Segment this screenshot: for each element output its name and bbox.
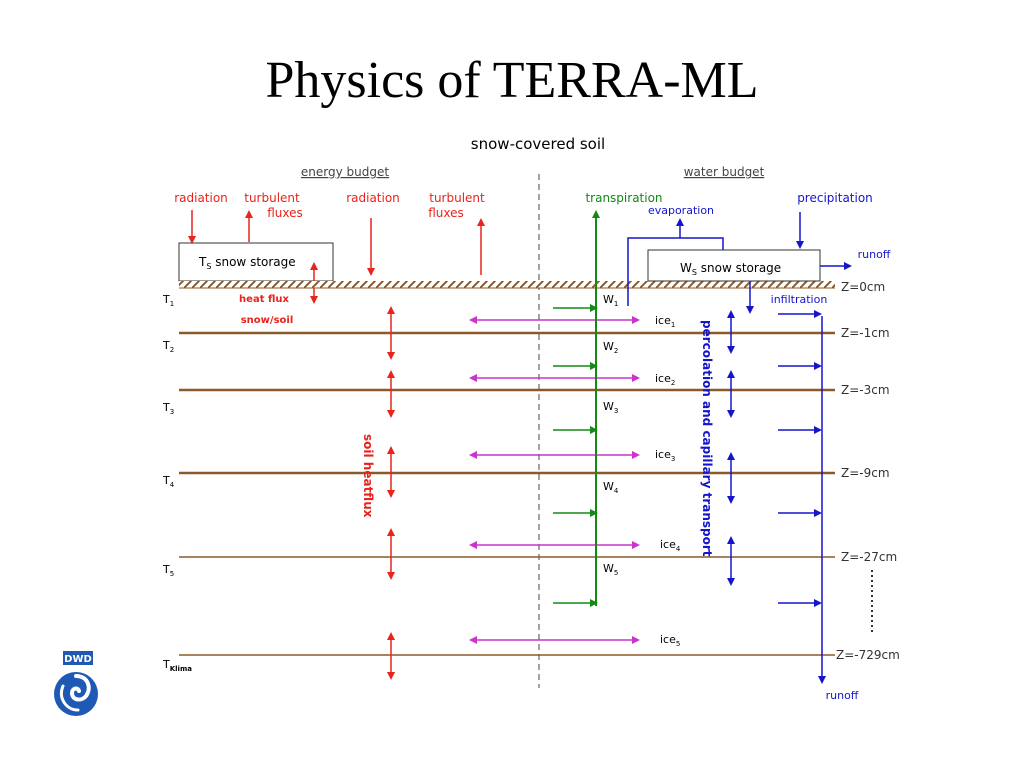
water-content-label: W2 (603, 340, 618, 355)
runoff-bottom-label: runoff (826, 689, 859, 702)
depth-label: Z=-27cm (841, 550, 897, 564)
diagram-title: snow-covered soil (471, 135, 605, 153)
water-content-label: W1 (603, 293, 618, 308)
dwd-logo-text: DWD (64, 654, 92, 665)
temp-label: T1 (162, 293, 174, 308)
turbulent-fluxes-right-1: turbulent (429, 191, 485, 205)
ground-surface (179, 281, 835, 288)
temp-label: T4 (162, 474, 175, 489)
precipitation-label: precipitation (797, 191, 873, 205)
slide-title: Physics of TERRA-ML (265, 52, 759, 109)
ice-label: ice5 (660, 633, 680, 648)
heat-flux-label-2: snow/soil (241, 315, 294, 326)
radiation-label-right: radiation (346, 191, 400, 205)
ice-label: ice3 (655, 448, 675, 463)
temp-label: T5 (162, 563, 174, 578)
temperature-snow-storage-box (178, 242, 334, 282)
depth-label: Z=-729cm (836, 648, 900, 662)
dwd-logo: DWD (54, 651, 98, 716)
evaporation-label: evaporation (648, 204, 714, 217)
water-content-label: W5 (603, 562, 618, 577)
dwd-logo-swirl (69, 674, 91, 702)
water-snow-storage-label: WS snow storage (680, 261, 781, 277)
depth-label: Z=-1cm (841, 326, 890, 340)
ice-label: ice1 (655, 314, 675, 329)
radiation-label-left: radiation (174, 191, 228, 205)
dwd-logo-banner (63, 651, 93, 665)
evaporation-path (627, 237, 724, 306)
soil-heatflux-label: soil heatflux (361, 434, 375, 518)
depth-label: Z=-3cm (841, 383, 890, 397)
ice-label: ice4 (660, 538, 681, 553)
transpiration-label: transpiration (585, 191, 662, 205)
water-snow-storage-box (647, 249, 821, 282)
runoff-top-label: runoff (858, 248, 891, 261)
percolation-label: percolation and capillary transport (700, 320, 714, 557)
temp-label: TKlima (162, 658, 192, 673)
dwd-logo-swirl (60, 684, 80, 712)
turbulent-fluxes-left-1: turbulent (244, 191, 300, 205)
temperature-snow-storage-label: TS snow storage (198, 255, 296, 271)
turbulent-fluxes-left-2: fluxes (267, 206, 303, 220)
turbulent-fluxes-right-2: fluxes (428, 206, 464, 220)
ice-label: ice2 (655, 372, 675, 387)
water-content-label: W4 (603, 480, 619, 495)
temp-label: T3 (162, 401, 174, 416)
water-budget-label: water budget (684, 165, 765, 179)
temp-label: T2 (162, 339, 174, 354)
heat-flux-label-1: heat flux (239, 294, 289, 305)
depth-label: Z=-9cm (841, 466, 890, 480)
depth-label: Z=0cm (841, 280, 885, 294)
energy-budget-label: energy budget (301, 165, 389, 179)
water-content-label: W3 (603, 400, 618, 415)
infiltration-label: infiltration (771, 293, 828, 306)
